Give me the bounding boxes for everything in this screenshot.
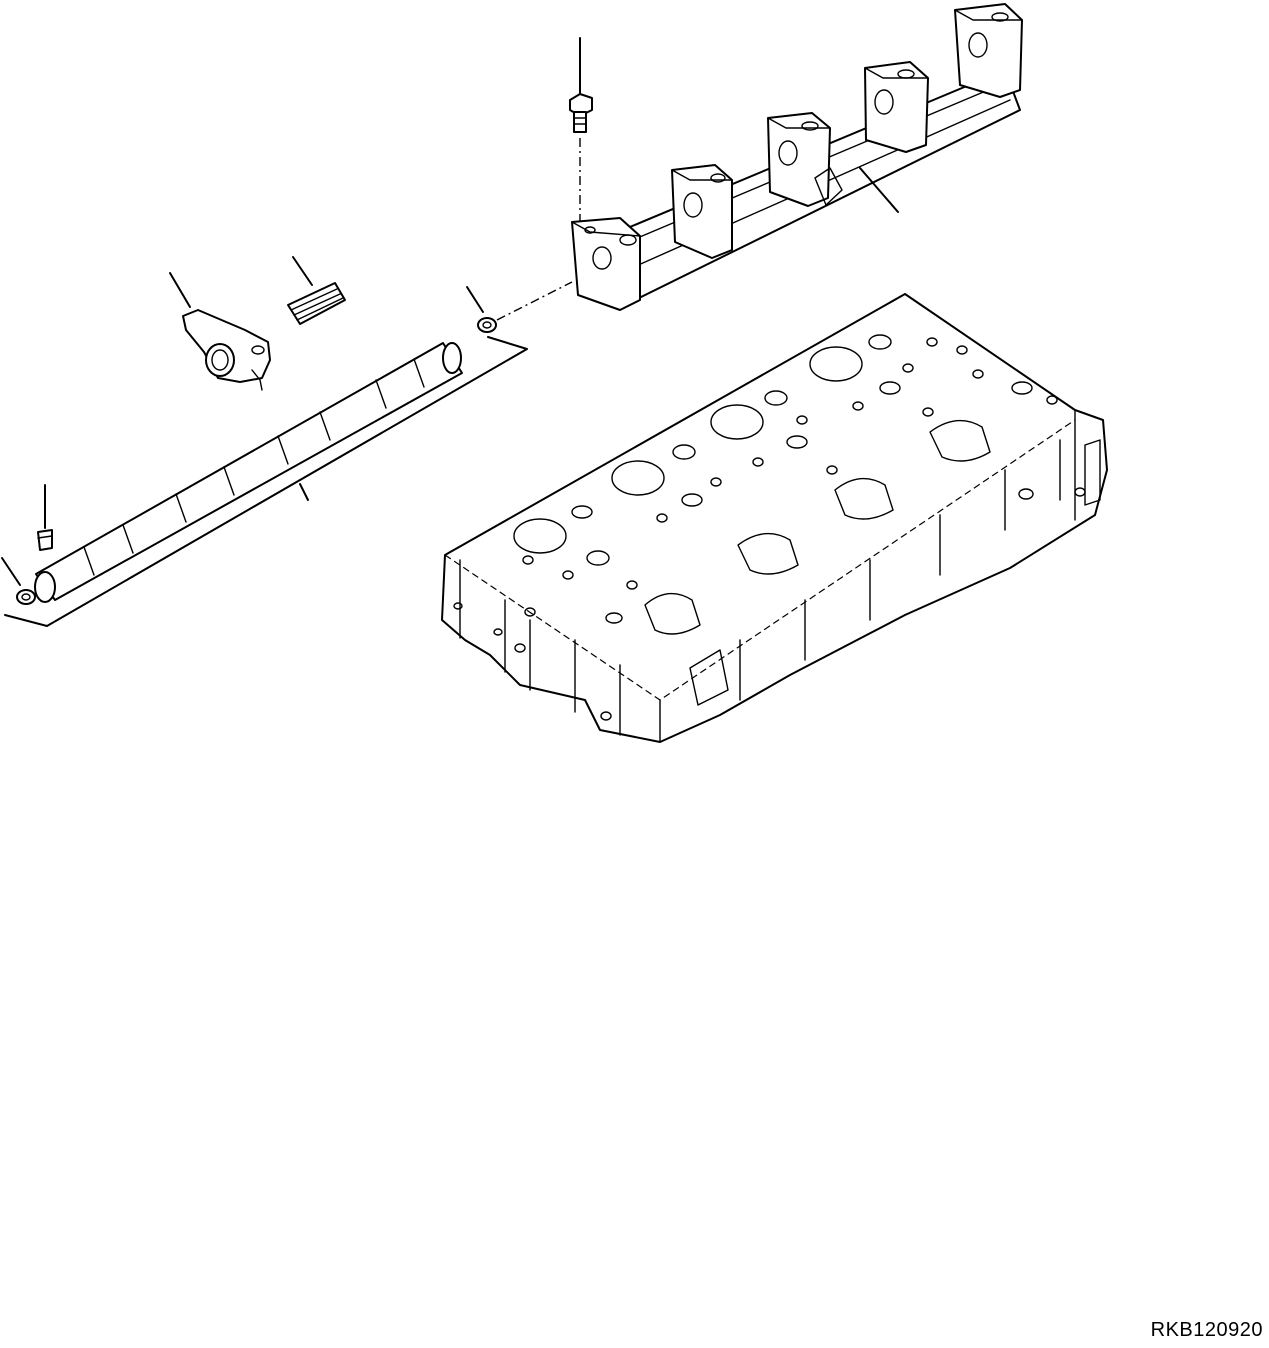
- shaft-icon: [5, 337, 527, 626]
- bracket-icon: [572, 4, 1022, 310]
- drawing-code-label: RKB120920: [1150, 1319, 1263, 1341]
- bracket-pedestal: [865, 62, 928, 152]
- screw-icon: [38, 485, 52, 550]
- cylinder-head-icon: [442, 294, 1107, 742]
- bracket-pedestal: [572, 218, 640, 310]
- plug-icon: [2, 558, 35, 604]
- rocker-arm-icon: [170, 273, 270, 390]
- bracket-pedestal: [768, 113, 830, 206]
- spring-icon: [288, 257, 345, 324]
- plug-icon: [467, 282, 572, 332]
- bolt-icon: [570, 38, 592, 222]
- bracket-pedestal: [672, 165, 732, 258]
- bracket-pedestal: [955, 4, 1022, 97]
